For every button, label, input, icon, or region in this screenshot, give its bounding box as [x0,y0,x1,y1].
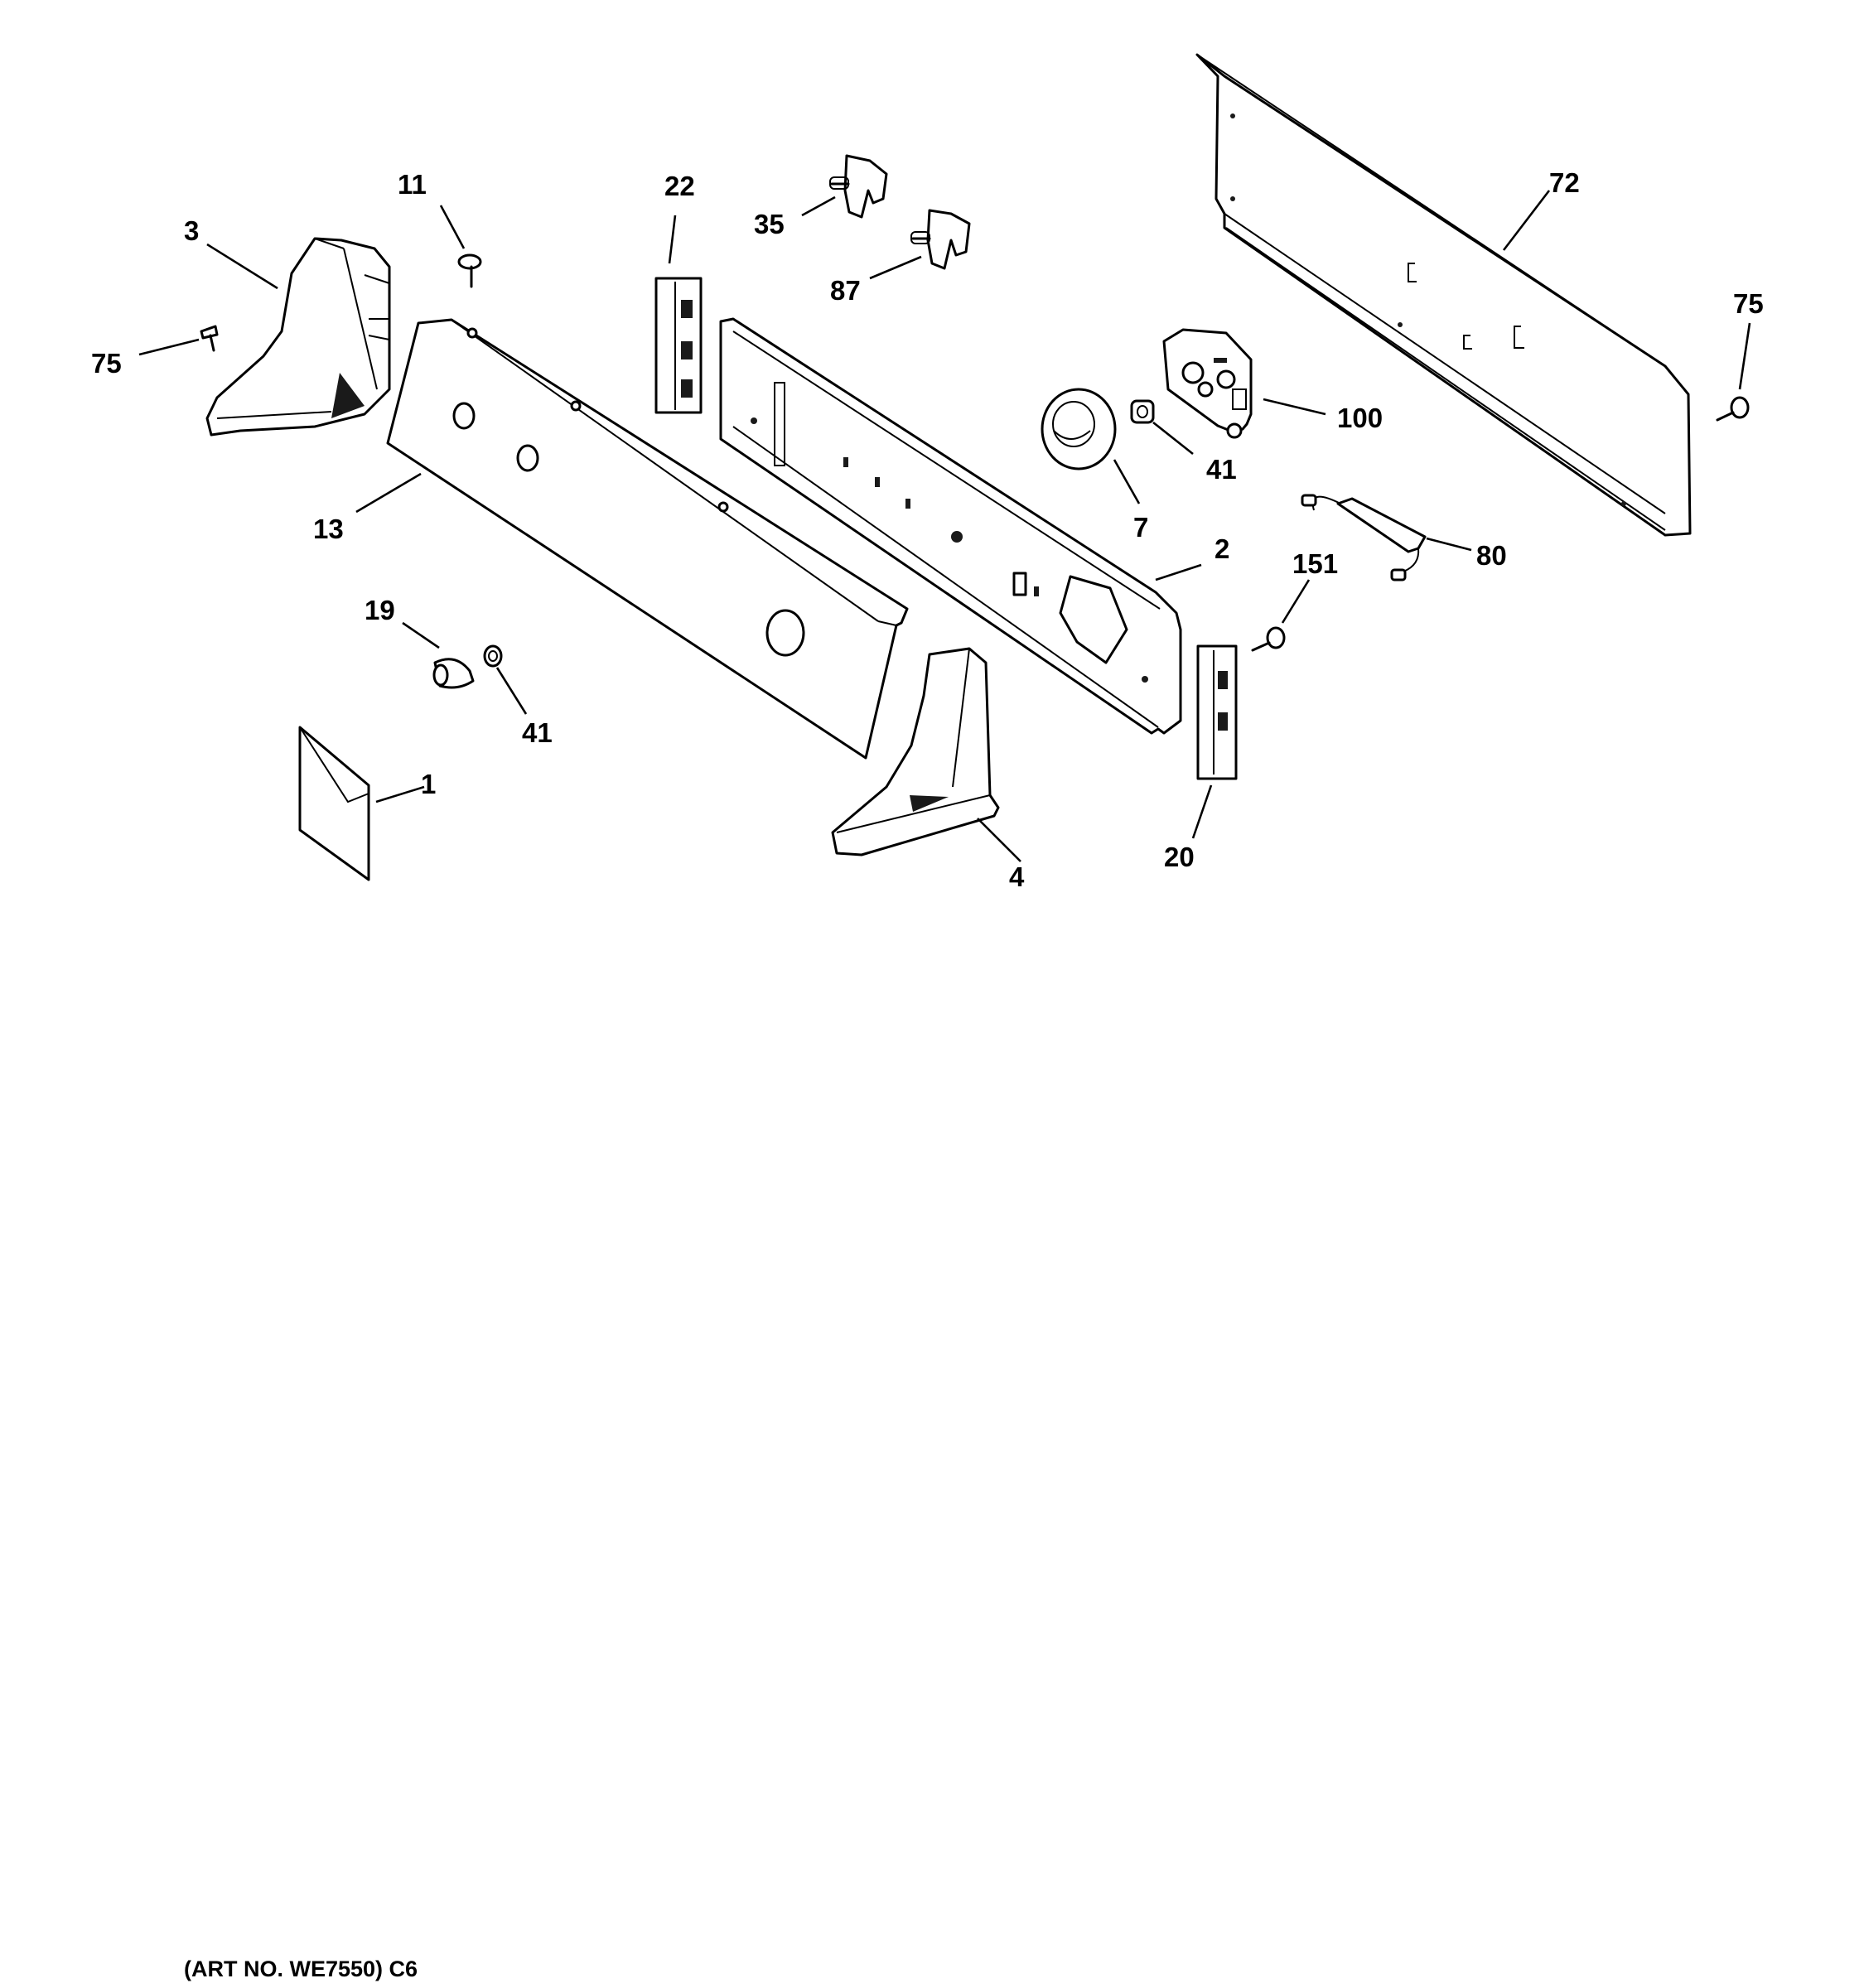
callout-7: 7 [1133,512,1148,543]
callout-35: 35 [754,209,785,239]
leader-3 [206,243,278,290]
callout-75-left: 75 [91,348,122,379]
part-41-spacer-upper [1130,399,1155,424]
leader-2 [1155,563,1202,581]
leader-72 [1502,190,1551,251]
part-35-switch [829,154,888,219]
leader-35 [801,195,836,217]
part-2-control-bracket [719,317,1182,735]
callout-100: 100 [1337,403,1383,433]
callout-41-upper: 41 [1206,454,1237,485]
part-72-rear-panel [1195,53,1692,537]
leader-22 [668,215,677,264]
part-100-timer [1162,328,1253,439]
leader-75-left [138,338,200,356]
art-number-caption: (ART NO. WE7550) C6 [184,1957,418,1981]
callout-20: 20 [1164,842,1195,872]
leader-100 [1263,398,1326,416]
leader-13 [355,472,422,514]
callout-80: 80 [1476,540,1507,571]
callout-3: 3 [184,215,199,246]
part-75-screw-right [1716,396,1750,422]
part-3-left-end-cap [205,237,391,437]
leader-80 [1426,537,1472,552]
part-80-harness [1301,494,1427,581]
callout-87: 87 [830,275,861,306]
leader-19 [402,621,440,649]
callout-41-lower: 41 [522,717,553,748]
leader-1 [375,785,425,803]
part-19-knob [432,658,475,689]
callout-11: 11 [398,169,427,200]
leader-11 [439,205,466,249]
leader-20 [1191,784,1213,839]
callout-22: 22 [664,171,695,201]
part-13-control-panel [386,318,909,760]
part-151-screw [1251,626,1286,652]
leader-41-lower [495,667,528,715]
part-4-right-end-cap [831,647,1000,856]
leader-41-upper [1152,421,1194,456]
leader-151 [1281,579,1311,624]
leader-7 [1113,459,1141,504]
leader-4 [977,818,1021,862]
callout-2: 2 [1214,533,1229,564]
callout-13: 13 [313,514,344,544]
callout-4: 4 [1009,861,1025,892]
part-22-bracket-clip [654,277,703,414]
callout-labels: 3 75 11 13 22 35 87 72 75 100 41 7 2 151… [91,167,1764,892]
part-1-literature [298,726,370,881]
callout-19: 19 [365,595,395,625]
callout-151: 151 [1292,548,1338,579]
part-11-screw [457,253,482,288]
part-7-timer-knob [1041,388,1117,470]
part-41-spacer-lower [483,644,503,668]
part-87-switch [910,209,971,270]
callout-1: 1 [421,769,436,799]
leader-75-right [1738,322,1751,390]
leader-lines [138,190,1751,862]
leader-87 [869,255,922,280]
callout-75-right: 75 [1733,288,1764,319]
part-20-bracket-clip [1196,644,1238,780]
callout-72: 72 [1549,167,1580,198]
part-75-screw-left [200,325,219,352]
